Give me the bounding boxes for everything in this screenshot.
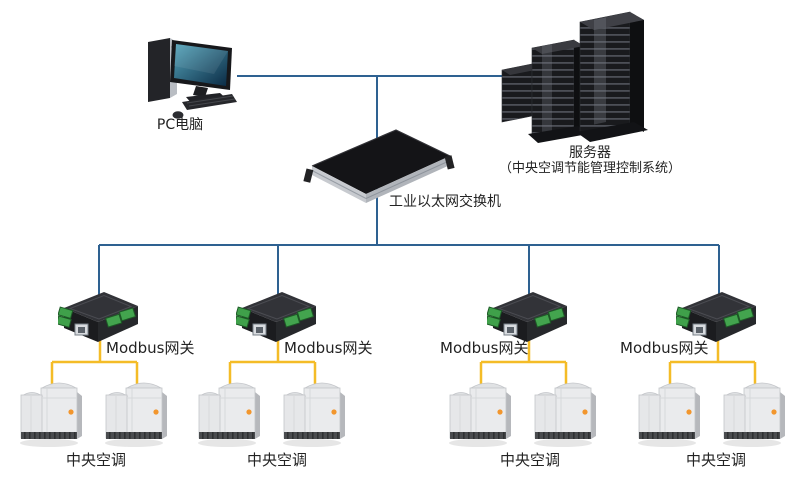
switch-label: 工业以太网交换机: [389, 194, 501, 210]
pc-computer-icon: [148, 38, 237, 119]
ac-group-label: 中央空调: [65, 451, 126, 469]
modbus-gateway-icon: [676, 291, 757, 343]
air-conditioner-unit-icon: [637, 382, 701, 448]
air-conditioner-unit-icon: [104, 382, 168, 448]
modbus-lines: [50, 336, 757, 388]
ac-group-label: 中央空调: [685, 451, 746, 469]
server-label: 服务器: [569, 145, 611, 161]
ac-group-label: 中央空调: [499, 451, 560, 469]
air-conditioner-unit-icon: [282, 382, 346, 448]
server-rack-icon: [501, 11, 648, 143]
air-conditioner-unit-icon: [197, 382, 261, 448]
gateway-label: Modbus网关: [440, 339, 529, 357]
pc-label: PC电脑: [156, 117, 204, 133]
gateway-label: Modbus网关: [620, 339, 709, 357]
air-conditioner-unit-icon: [722, 382, 786, 448]
modbus-gateway-icon: [58, 291, 139, 343]
gateway-label: Modbus网关: [106, 339, 195, 357]
air-conditioner-unit-icon: [19, 382, 83, 448]
ac-group-label: 中央空调: [246, 451, 307, 469]
air-conditioner-unit-icon: [533, 382, 597, 448]
air-conditioner-unit-icon: [448, 382, 512, 448]
modbus-gateway-icon: [487, 291, 568, 343]
server-sublabel: （中央空调节能管理控制系统）: [498, 161, 681, 176]
gateway-label: Modbus网关: [284, 339, 373, 357]
ethernet-switch-icon: [303, 129, 455, 203]
modbus-gateway-icon: [236, 291, 317, 343]
